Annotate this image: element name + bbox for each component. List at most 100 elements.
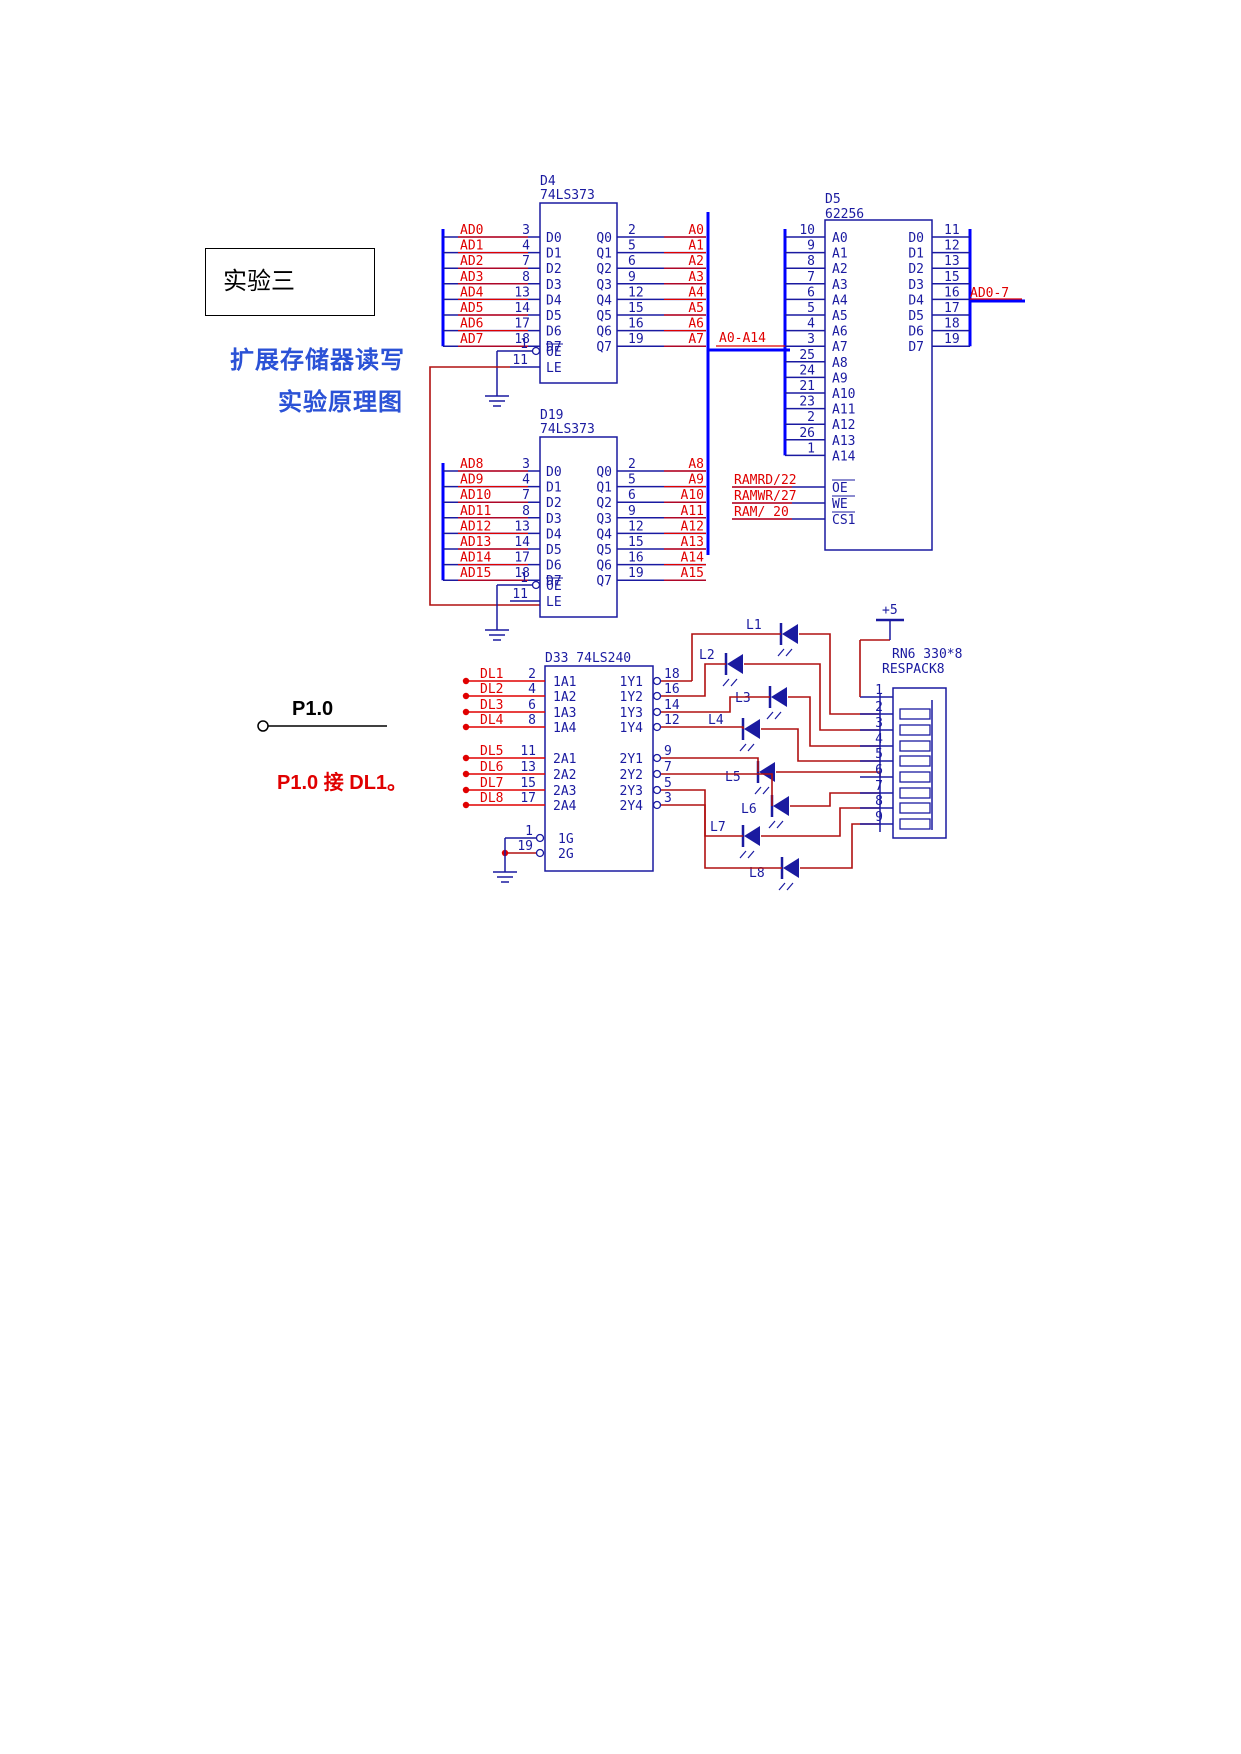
- d19-out-net: A12: [681, 519, 704, 534]
- led-label-7: L7: [710, 820, 726, 835]
- led-ray: [777, 648, 785, 657]
- d4-in-net: AD3: [460, 270, 483, 285]
- d33-in-pin: 13: [520, 760, 536, 775]
- d33-in-name: 2A4: [553, 799, 577, 814]
- d33-in-net: DL6: [480, 760, 503, 775]
- d4-out-pin: 5: [628, 239, 636, 254]
- vcc-label: +5: [882, 603, 898, 618]
- rn6-resistor: [899, 771, 931, 783]
- d5-addr-name: A13: [832, 434, 855, 449]
- led-diode-5: [759, 762, 775, 782]
- d4-in-pin: 4: [522, 239, 530, 254]
- d4-le-name: LE: [546, 361, 562, 376]
- d5-addr-pin: 8: [807, 254, 815, 269]
- d19-out-name: Q7: [596, 574, 612, 589]
- d19-out-pin: 12: [628, 519, 644, 534]
- d4-in-name: D4: [546, 293, 562, 308]
- led-label-6: L6: [741, 802, 757, 817]
- led-diode-3: [771, 687, 787, 707]
- led-diode-4: [744, 719, 760, 739]
- d33-en1-bubble: [535, 833, 545, 843]
- led1-out: [799, 633, 880, 715]
- d19-oe-name: OE: [546, 579, 562, 594]
- d4-in-name: D1: [546, 247, 562, 262]
- d33-in-name: 1A4: [553, 721, 577, 736]
- d5-addr-pin: 25: [799, 348, 815, 363]
- d33-in-name: 1A2: [553, 690, 576, 705]
- d33-out-name: 2Y3: [620, 784, 643, 799]
- rn6-pin: 2: [875, 700, 883, 715]
- led-label-5: L5: [725, 770, 741, 785]
- led-ray: [747, 743, 755, 752]
- led4-out: [761, 728, 880, 762]
- rn6-value: RN6 330*8: [892, 647, 962, 662]
- d33-out-bubble: [652, 691, 662, 701]
- d4-out-net: A1: [688, 239, 704, 254]
- led-diode-6: [773, 796, 789, 816]
- d33-out-bubble: [652, 785, 662, 795]
- d4-in-net: AD6: [460, 317, 483, 332]
- rn6-pin: 9: [875, 810, 883, 825]
- d33-in-pin: 6: [528, 698, 536, 713]
- d5-addr-pin: 1: [807, 441, 815, 456]
- d4-out-net: A0: [688, 223, 704, 238]
- rn6-pin: 4: [875, 732, 883, 747]
- d4-in-pin: 17: [514, 317, 530, 332]
- d4-in-net: AD4: [460, 285, 484, 300]
- d19-out-name: Q1: [596, 481, 612, 496]
- d4-in-pin: 13: [514, 285, 530, 300]
- diagram-title-line2: 实验原理图: [278, 387, 403, 416]
- d4-oe-bubble: [531, 346, 541, 356]
- d5-data-pin: 12: [944, 239, 960, 254]
- d4-in-pin: 7: [522, 254, 530, 269]
- d5-addr-name: A2: [832, 262, 848, 277]
- led-ray: [722, 678, 730, 687]
- d19-out-pin: 15: [628, 535, 644, 550]
- d5-body: [824, 219, 933, 551]
- d33-en2-pin: 19: [517, 839, 533, 854]
- rn6-resistor: [899, 740, 931, 752]
- led-label-4: L4: [708, 713, 724, 728]
- d33-out-name: 1Y1: [620, 675, 643, 690]
- d19-out-pin: 16: [628, 551, 644, 566]
- led-label-3: L3: [735, 691, 751, 706]
- d19-in-net: AD12: [460, 519, 491, 534]
- d19-oe-pin: 1: [520, 571, 528, 586]
- d5-addr-pin: 24: [799, 363, 815, 378]
- rn6-resistor: [899, 755, 931, 767]
- d19-ref: D19: [540, 408, 563, 423]
- d19-in-net: AD13: [460, 535, 491, 550]
- rn6-resistor: [899, 818, 931, 830]
- led-ray: [786, 882, 794, 891]
- d4-in-name: D0: [546, 231, 562, 246]
- d5-data-name: D4: [908, 293, 924, 308]
- d5-sram: D562256A0-A1410A09A18A27A36A45A54A63A725…: [716, 192, 1025, 551]
- d33-out-bubble: [652, 722, 662, 732]
- led-label-1: L1: [746, 618, 762, 633]
- led2-in: [692, 663, 726, 697]
- d33-out-name: 2Y1: [620, 752, 643, 767]
- rn6-resistor: [899, 787, 931, 799]
- d5-addr-pin: 6: [807, 285, 815, 300]
- led3-in: [692, 696, 770, 713]
- d19-out-pin: 9: [628, 504, 636, 519]
- d19-out-name: Q4: [596, 527, 612, 542]
- d5-data-name: D0: [908, 231, 924, 246]
- led-ray: [730, 678, 738, 687]
- d5-data-name: D1: [908, 247, 924, 262]
- led-ray: [776, 820, 784, 829]
- d19-out-net: A15: [681, 566, 704, 581]
- d19-in-pin: 8: [522, 504, 530, 519]
- d19-in-name: D1: [546, 481, 562, 496]
- d4-out-pin: 12: [628, 285, 644, 300]
- led-label-2: L2: [699, 648, 715, 663]
- d4-ref: D4: [540, 174, 556, 189]
- d19-out-net: A13: [681, 535, 704, 550]
- d5-addr-pin: 23: [799, 395, 815, 410]
- d5-addr-name: A10: [832, 387, 855, 402]
- d19-out-name: Q5: [596, 543, 612, 558]
- rn6-pin: 7: [875, 779, 883, 794]
- d4-in-net: AD2: [460, 254, 483, 269]
- d5-addr-name: A6: [832, 325, 848, 340]
